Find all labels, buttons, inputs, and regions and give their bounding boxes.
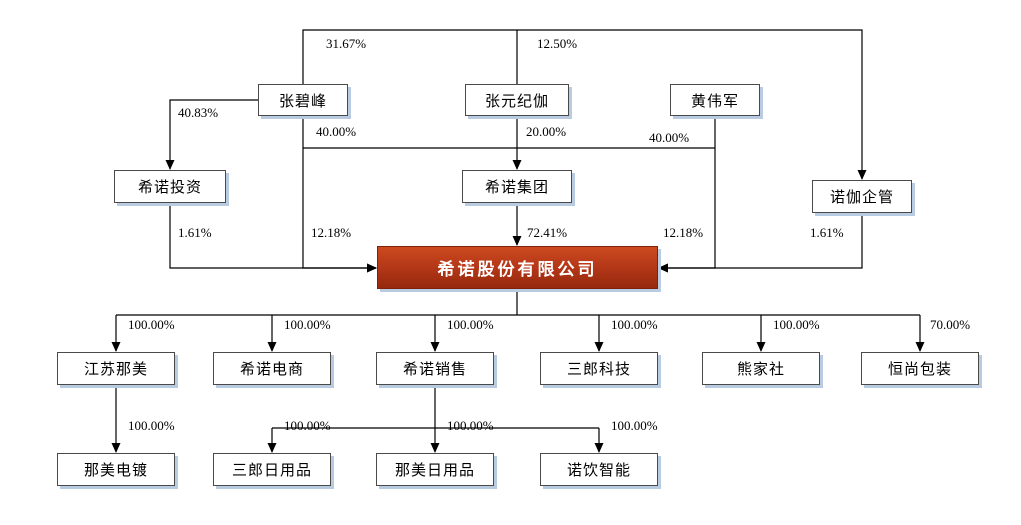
node-xinuo-investment: 希诺投资 [114, 170, 226, 203]
node-xiongjiashe: 熊家社 [702, 352, 820, 385]
pct-xinuogroup-company: 72.41% [527, 225, 568, 240]
pct-company-xiongjiashe: 100.00% [773, 317, 820, 332]
pct-xinuosales-nuoyinsmart: 100.00% [611, 418, 658, 433]
pct-company-jiangsunamei: 100.00% [128, 317, 175, 332]
node-xinuo-ecommerce: 希诺电商 [213, 352, 331, 385]
node-sanlang-daily: 三郎日用品 [213, 453, 331, 486]
pct-xinuosales-sanlangdaily: 100.00% [284, 418, 331, 433]
pct-xinuoinvest-company: 1.61% [178, 225, 212, 240]
node-sanlang-tech: 三郎科技 [540, 352, 658, 385]
pct-xinuosales-nameidaily: 100.00% [447, 418, 494, 433]
pct-nuojia-company: 1.61% [810, 225, 844, 240]
pct-zhangyuanjijia-nuojia: 12.50% [537, 36, 578, 51]
node-hengshang-packaging: 恒尚包装 [861, 352, 979, 385]
pct-company-xinuoecommerce: 100.00% [284, 317, 331, 332]
node-nuojia-management: 诺伽企管 [812, 180, 912, 213]
pct-huangweijun-company: 12.18% [663, 225, 704, 240]
node-company: 希诺股份有限公司 [377, 246, 658, 289]
pct-zhangbifeng-company: 12.18% [311, 225, 352, 240]
pct-jiangsunamei-nameiplating: 100.00% [128, 418, 175, 433]
pct-company-sanlangtech: 100.00% [611, 317, 658, 332]
node-huang-weijun: 黄伟军 [670, 84, 760, 116]
node-zhang-yuanjijia: 张元纪伽 [465, 84, 569, 116]
pct-huangweijun-xinuogroup: 40.00% [649, 130, 690, 145]
node-xinuo-group: 希诺集团 [462, 170, 572, 203]
node-namei-plating: 那美电镀 [57, 453, 175, 486]
pct-zhangbifeng-xinuogroup: 40.00% [316, 124, 357, 139]
edge-zhangbifeng-nuojia [302, 29, 867, 180]
node-namei-daily: 那美日用品 [376, 453, 494, 486]
node-jiangsu-namei: 江苏那美 [57, 352, 175, 385]
pct-zhangbifeng-nuojia: 31.67% [326, 36, 367, 51]
node-zhang-bifeng: 张碧峰 [258, 84, 348, 116]
node-xinuo-sales: 希诺销售 [376, 352, 494, 385]
node-nuoyin-smart: 诺饮智能 [540, 453, 658, 486]
pct-zhangyuanjijia-xinuogroup: 20.00% [526, 124, 567, 139]
pct-company-xinuosales: 100.00% [447, 317, 494, 332]
pct-company-hengshang: 70.00% [930, 317, 971, 332]
pct-zhangbifeng-xinuoinvest: 40.83% [178, 105, 219, 120]
